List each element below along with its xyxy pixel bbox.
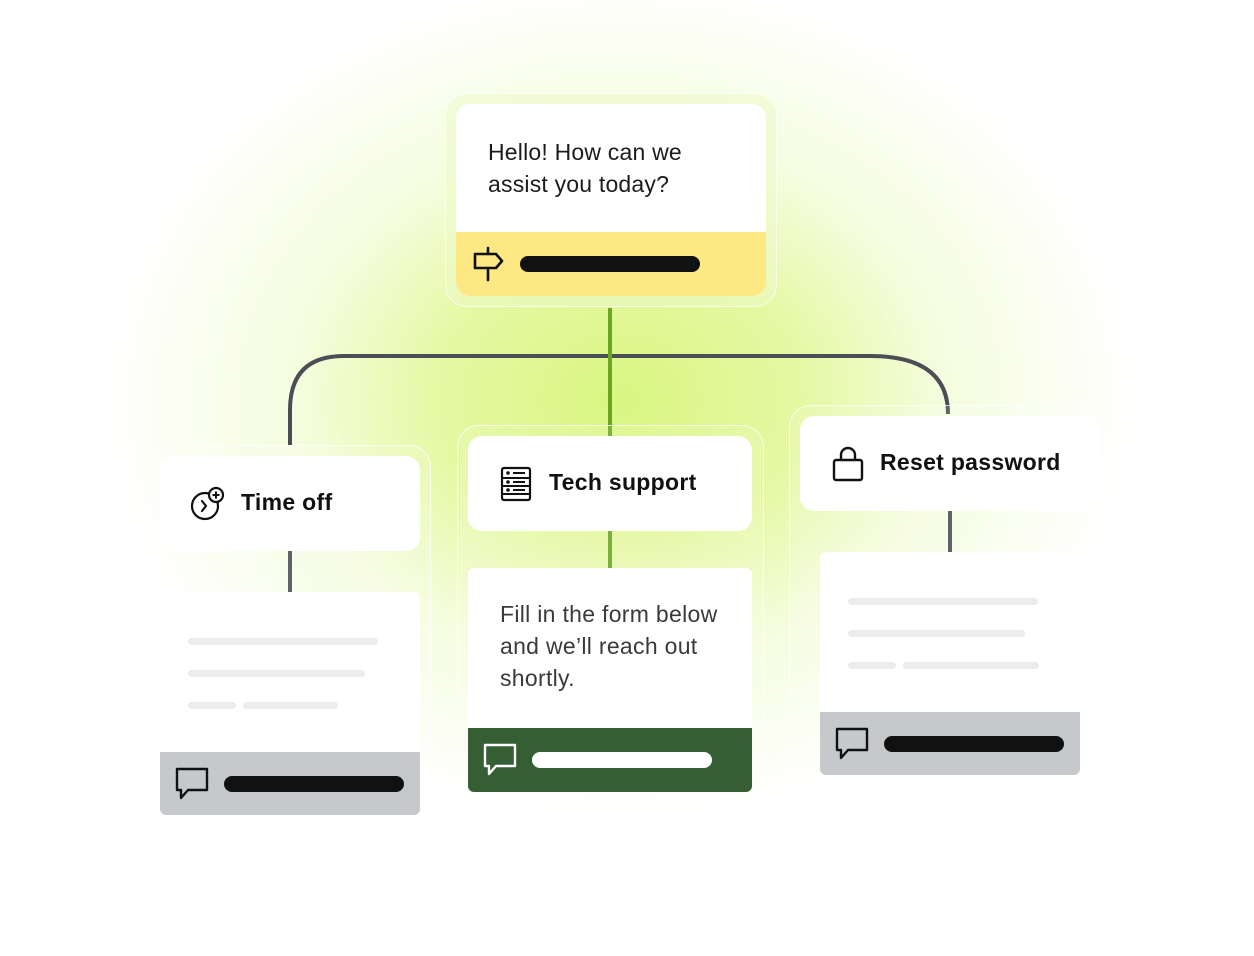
lock-icon — [832, 446, 864, 482]
tech-support-title: Tech support — [549, 469, 697, 495]
greeting-placeholder-bar — [520, 256, 700, 272]
tech-support-card[interactable]: Tech support — [468, 436, 752, 531]
signpost-icon — [473, 246, 504, 282]
reset-password-footer — [820, 712, 1080, 775]
greeting-footer — [456, 232, 766, 296]
reset-password-title: Reset password — [880, 449, 1061, 475]
chat-bubble-icon — [835, 727, 869, 760]
time-off-placeholder-bar — [224, 776, 404, 792]
server-rack-icon — [500, 466, 532, 502]
time-off-title: Time off — [241, 489, 333, 515]
tech-support-message: Fill in the form below and we’ll reach o… — [500, 601, 718, 691]
time-off-footer — [160, 752, 420, 815]
time-off-card[interactable]: Time off — [160, 456, 420, 551]
placeholder-line — [848, 598, 1038, 605]
placeholder-line — [188, 670, 365, 677]
tech-support-footer — [468, 728, 752, 792]
tech-support-placeholder-bar — [532, 752, 712, 768]
placeholder-line — [188, 638, 378, 645]
greeting-message: Hello! How can we assist you today? — [488, 139, 682, 197]
clock-plus-icon — [190, 486, 225, 521]
reset-password-placeholder-bar — [884, 736, 1064, 752]
reset-password-card[interactable]: Reset password — [800, 416, 1100, 511]
chat-bubble-icon — [483, 743, 517, 776]
time-off-content-card — [160, 592, 420, 815]
placeholder-line — [848, 662, 896, 669]
chat-bubble-icon — [175, 767, 209, 800]
placeholder-line — [903, 662, 1039, 669]
greeting-card[interactable]: Hello! How can we assist you today? — [456, 104, 766, 296]
tech-support-content-card: Fill in the form below and we’ll reach o… — [468, 568, 752, 792]
placeholder-line — [188, 702, 236, 709]
reset-password-content-card — [820, 552, 1080, 775]
connector-main-branch — [288, 354, 950, 445]
placeholder-line — [243, 702, 338, 709]
placeholder-line — [848, 630, 1025, 637]
